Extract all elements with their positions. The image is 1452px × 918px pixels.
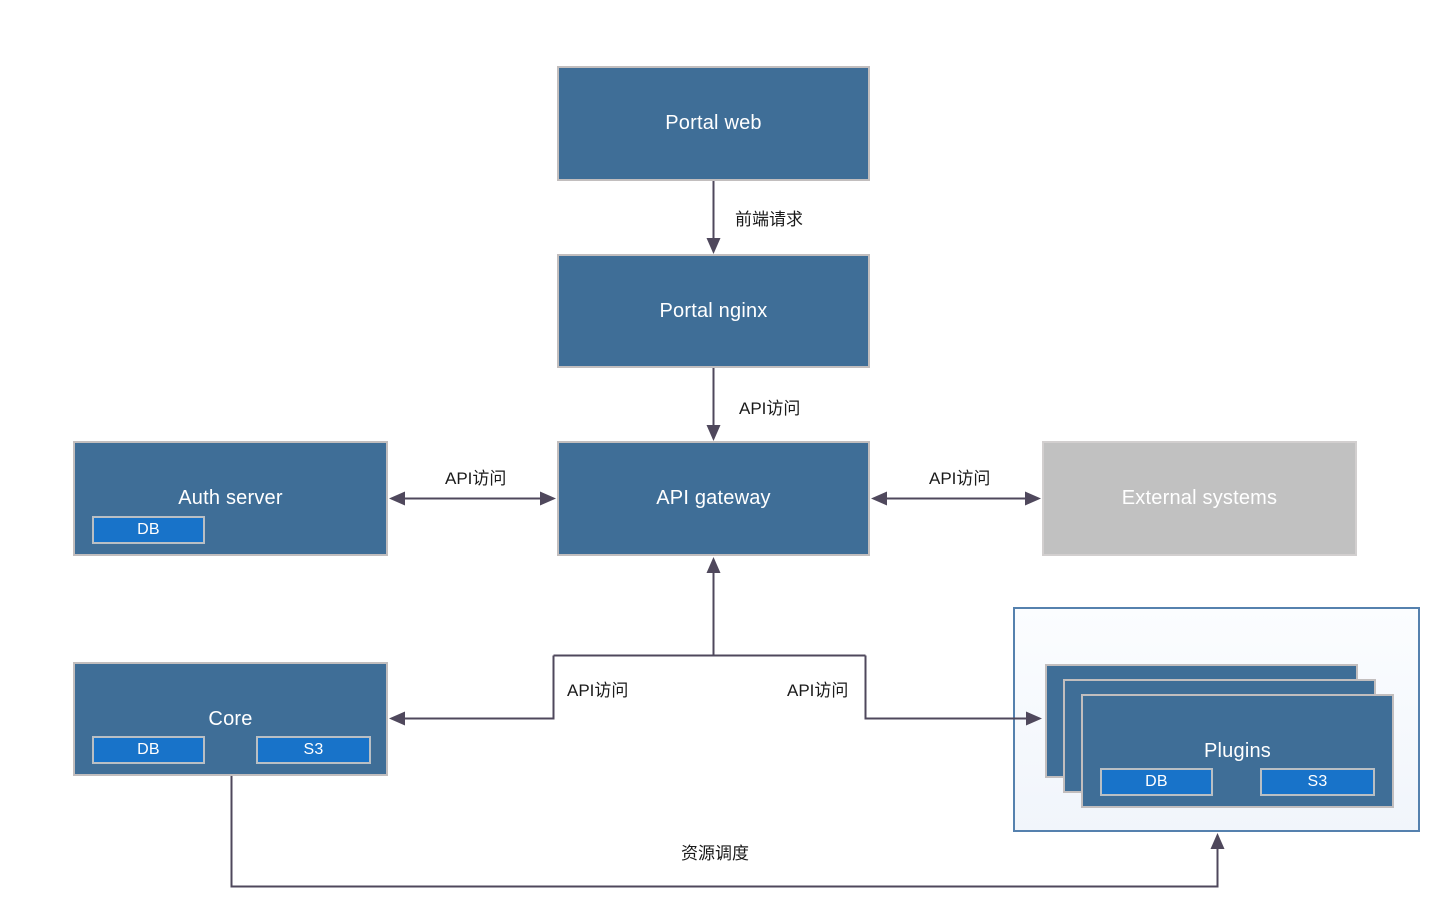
node-portal-nginx: Portal nginx: [557, 254, 870, 368]
node-core-label: Core: [208, 707, 253, 730]
node-plugins-label: Plugins: [1204, 739, 1271, 762]
subnode-core-s3: S3: [256, 736, 371, 764]
node-auth-server-label: Auth server: [178, 487, 283, 509]
node-auth-server: Auth server DB: [73, 441, 388, 556]
node-api-gateway: API gateway: [557, 441, 870, 556]
node-external-systems: External systems: [1042, 441, 1357, 556]
subnode-plugins-s3: S3: [1260, 768, 1375, 796]
edge-label-api-access-core: API访问: [567, 681, 629, 700]
edge-label-resource-scheduling: 资源调度: [681, 844, 749, 863]
node-portal-web: Portal web: [557, 66, 870, 181]
subnode-auth-db: DB: [92, 516, 205, 544]
subnode-auth-db-label: DB: [137, 521, 160, 538]
node-core: Core DB S3: [73, 662, 388, 776]
subnode-core-db: DB: [92, 736, 205, 764]
node-plugins: Plugins DB S3: [1081, 694, 1394, 808]
subnode-plugins-s3-label: S3: [1307, 773, 1328, 790]
edge-label-api-access-plugins: API访问: [787, 681, 849, 700]
node-api-gateway-label: API gateway: [656, 487, 771, 509]
node-portal-web-label: Portal web: [665, 112, 762, 134]
node-portal-nginx-label: Portal nginx: [659, 299, 768, 322]
edge-label-api-access-external: API访问: [929, 469, 991, 488]
edge-label-api-access-nginx-gateway: API访问: [739, 399, 801, 418]
plugins-group-container: Plugins DB S3: [1013, 607, 1420, 832]
subnode-plugins-db-label: DB: [1145, 773, 1168, 790]
edge-label-frontend-request: 前端请求: [735, 210, 803, 229]
edge-branch-to-core-arrow: [389, 655, 555, 726]
subnode-core-s3-label: S3: [303, 741, 324, 758]
subnode-core-db-label: DB: [137, 741, 160, 758]
node-external-systems-label: External systems: [1121, 487, 1278, 509]
subnode-plugins-db: DB: [1100, 768, 1213, 796]
edge-label-api-access-auth: API访问: [445, 469, 507, 488]
